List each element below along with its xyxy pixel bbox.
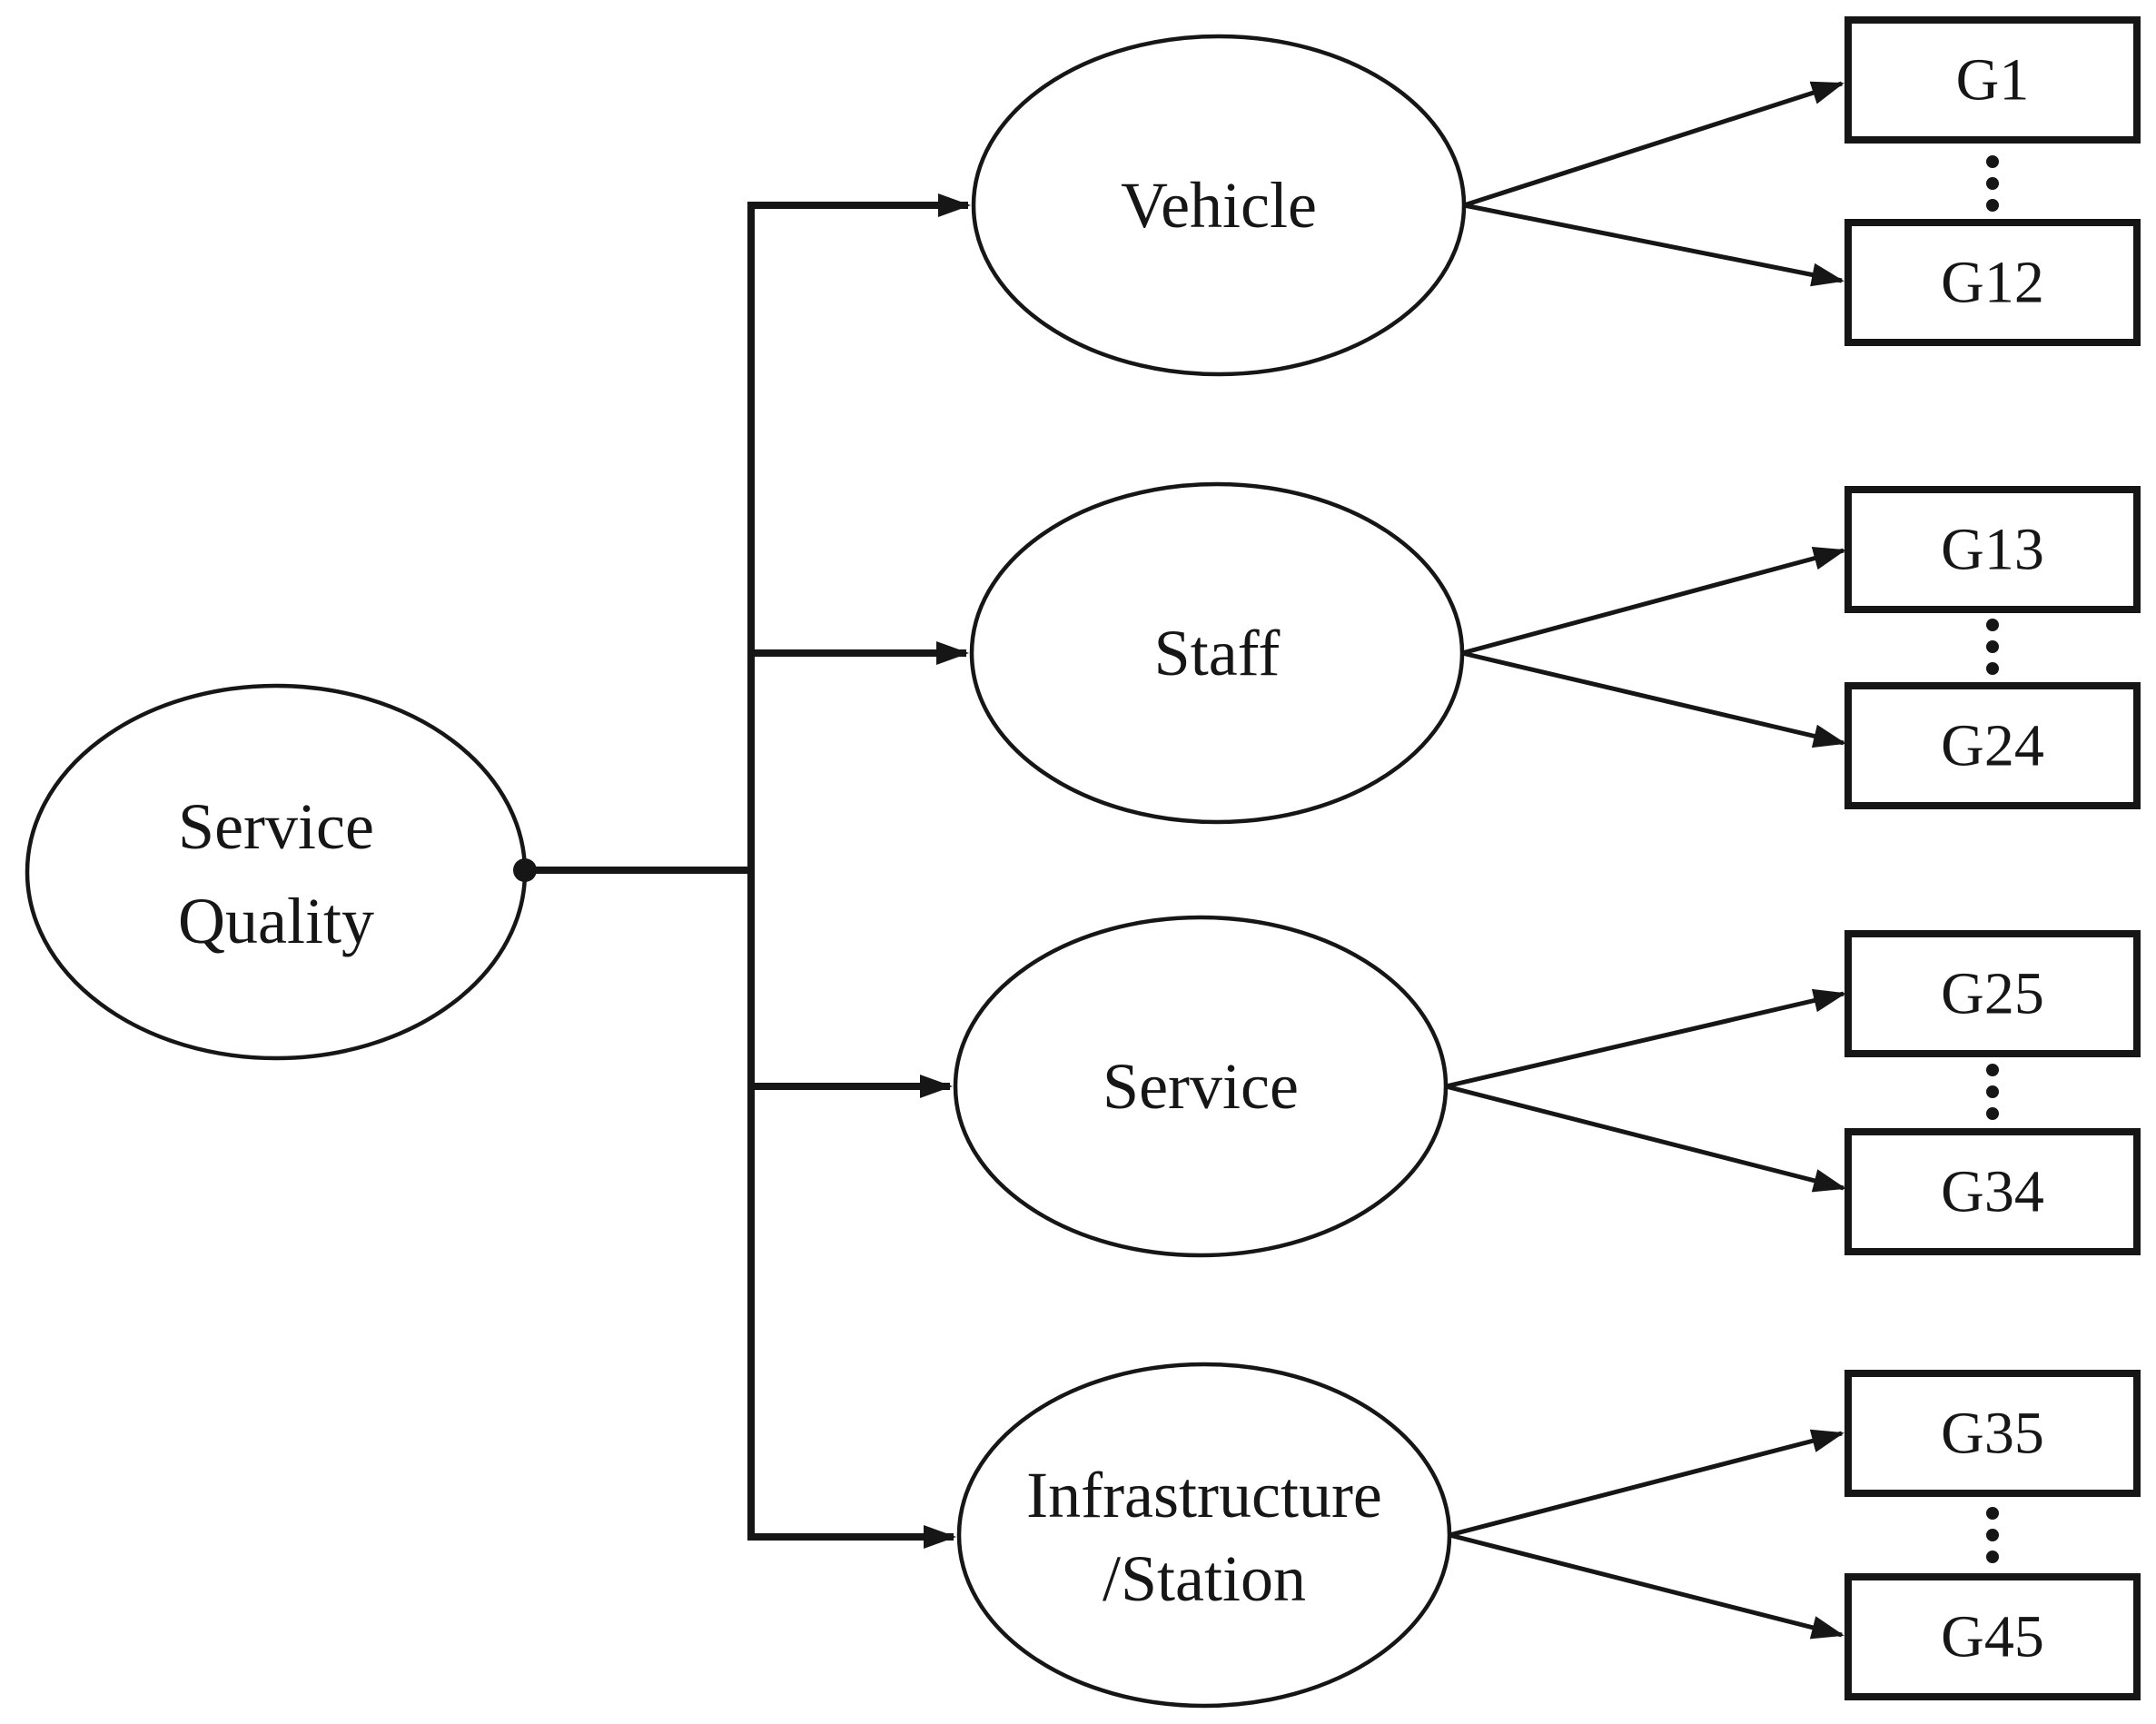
indicator-label-g24: G24 bbox=[1941, 713, 2044, 779]
indicator-box-g35 bbox=[1844, 1370, 2141, 1497]
indicator-label-g25: G25 bbox=[1941, 961, 2044, 1027]
loading-arrow-service-g34 bbox=[1445, 1084, 1846, 1193]
indicator-label-g35: G35 bbox=[1941, 1401, 2044, 1467]
node-service-quality-label-line1: Service bbox=[178, 790, 374, 863]
indicator-box-g34 bbox=[1844, 1128, 2141, 1255]
indicator-label-g1: G1 bbox=[1956, 47, 2030, 114]
node-service-quality-label-line2: Quality bbox=[178, 885, 374, 957]
loading-arrow-service-g25 bbox=[1445, 988, 1846, 1089]
indicator-label-g12: G12 bbox=[1941, 250, 2044, 316]
node-vehicle-label: Vehicle bbox=[1121, 169, 1317, 242]
node-infrastructure-label-line1: Infrastructure bbox=[1026, 1459, 1382, 1531]
node-infrastructure-station bbox=[956, 1362, 1452, 1709]
indicator-label-g13: G13 bbox=[1941, 517, 2044, 583]
indicator-box-g24 bbox=[1844, 682, 2141, 809]
loading-arrow-infrastructure-g45 bbox=[1449, 1532, 1844, 1640]
indicator-box-g45 bbox=[1844, 1573, 2141, 1700]
indicator-box-g13 bbox=[1844, 486, 2141, 613]
node-service-quality bbox=[25, 683, 528, 1061]
vertical-dots-staff bbox=[1986, 619, 1999, 675]
vertical-dots-infrastructure bbox=[1986, 1507, 1999, 1563]
loading-arrow-vehicle-g12 bbox=[1463, 203, 1844, 287]
indicator-box-g12 bbox=[1844, 219, 2141, 346]
indicator-label-g45: G45 bbox=[1941, 1604, 2044, 1670]
loading-arrow-staff-g13 bbox=[1461, 547, 1846, 656]
indicator-box-g25 bbox=[1844, 930, 2141, 1057]
indicator-box-g1 bbox=[1844, 16, 2141, 144]
indicator-label-g34: G34 bbox=[1941, 1159, 2044, 1225]
loading-arrow-vehicle-g1 bbox=[1463, 81, 1844, 208]
node-service-label: Service bbox=[1103, 1050, 1299, 1123]
node-infrastructure-label-line2: /Station bbox=[1103, 1542, 1306, 1615]
node-staff-label: Staff bbox=[1154, 617, 1281, 689]
vertical-dots-vehicle bbox=[1986, 155, 1999, 212]
loading-arrow-staff-g24 bbox=[1461, 650, 1846, 748]
vertical-dots-service bbox=[1986, 1064, 1999, 1120]
loading-arrow-infrastructure-g35 bbox=[1449, 1429, 1844, 1538]
